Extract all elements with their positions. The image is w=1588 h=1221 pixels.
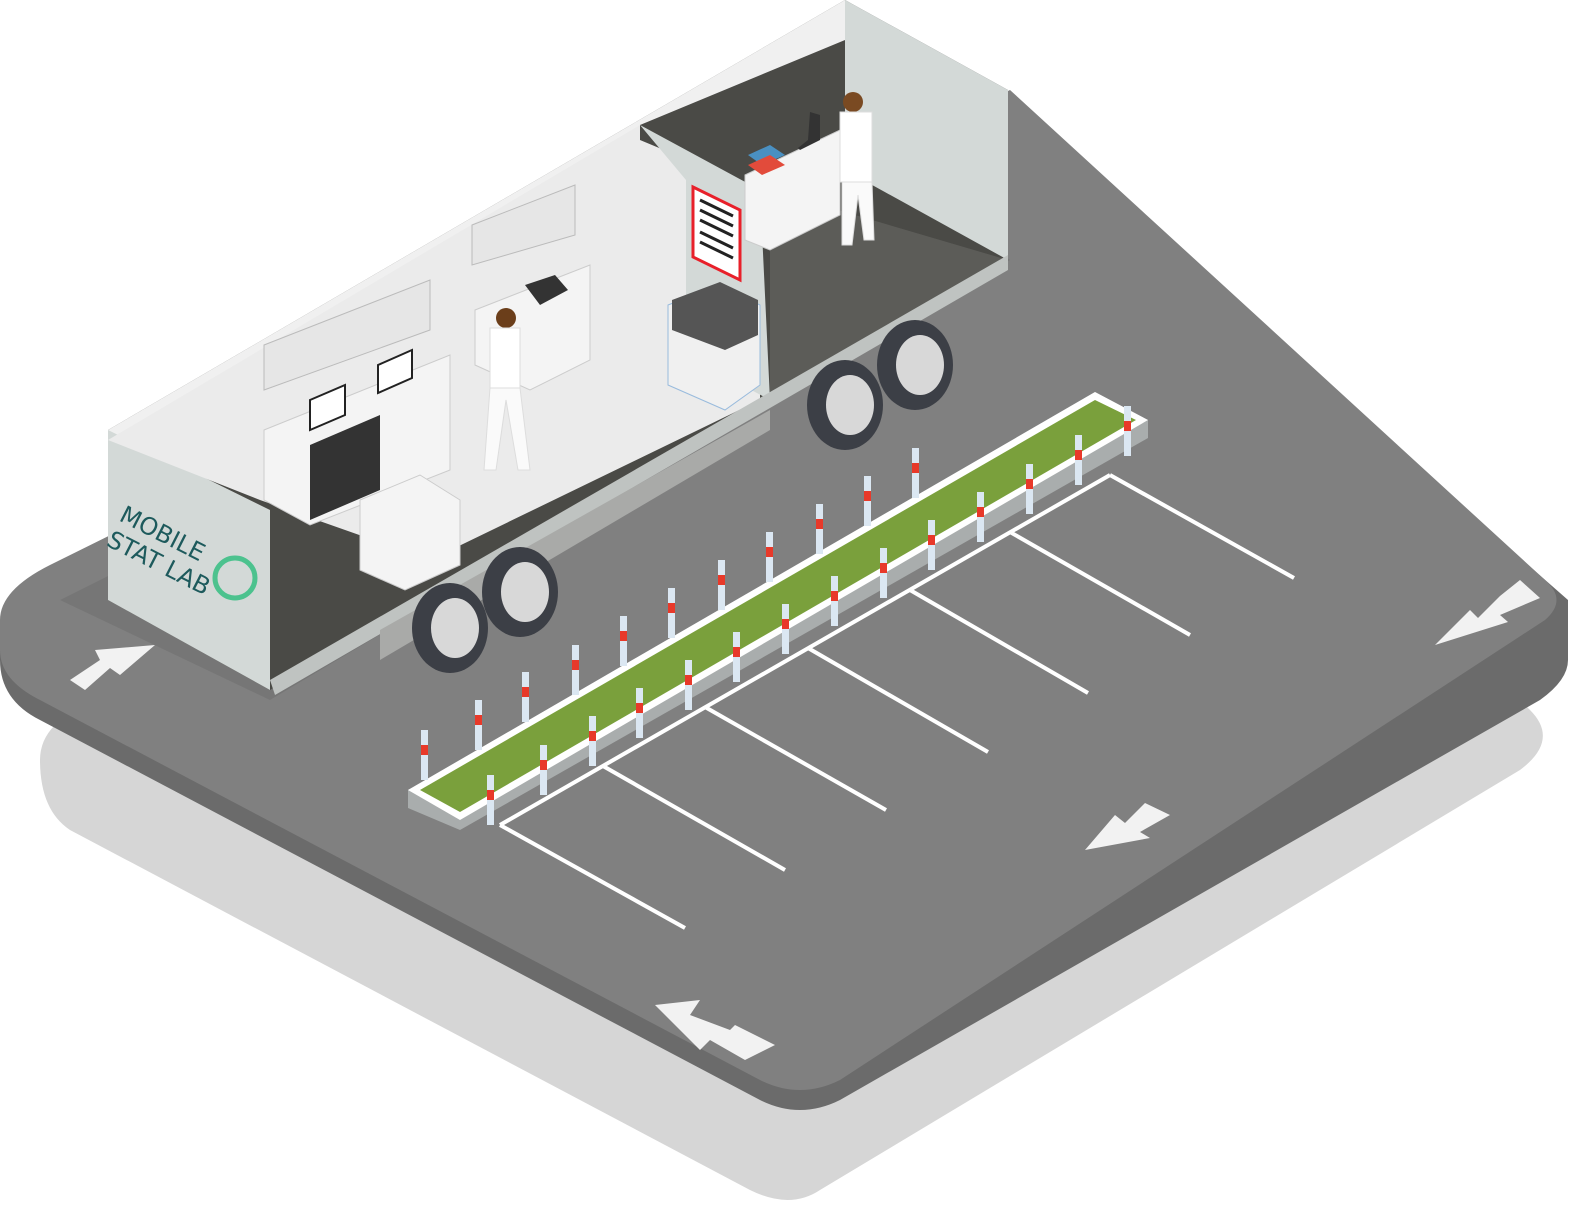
sink-unit [359,474,461,591]
trailer-end-wall [845,0,1008,260]
printer-icon [525,275,568,305]
road-arrows [70,580,1540,1060]
person-scientist-1 [483,308,531,471]
notice-poster [691,184,742,283]
computer-monitors [309,348,413,432]
trailer-floor-right [770,190,1008,400]
person-scientist-2 [839,92,875,246]
microscope-icon [798,112,820,150]
trailer-wheels [412,320,953,673]
monitor-icon [377,348,413,395]
bollards [421,406,1131,825]
trailer-back-wall [108,0,845,440]
monitor-icon [309,383,346,432]
logo-icon [212,555,258,601]
arrow-icon [655,1000,775,1060]
books-stack-icon [748,145,785,175]
trailer-left-wall [108,430,270,690]
arrow-icon [70,645,155,690]
arrow-icon [1435,580,1540,645]
parking-lines [499,473,1295,930]
copier-machine [667,282,761,411]
arrow-icon [1085,803,1170,850]
